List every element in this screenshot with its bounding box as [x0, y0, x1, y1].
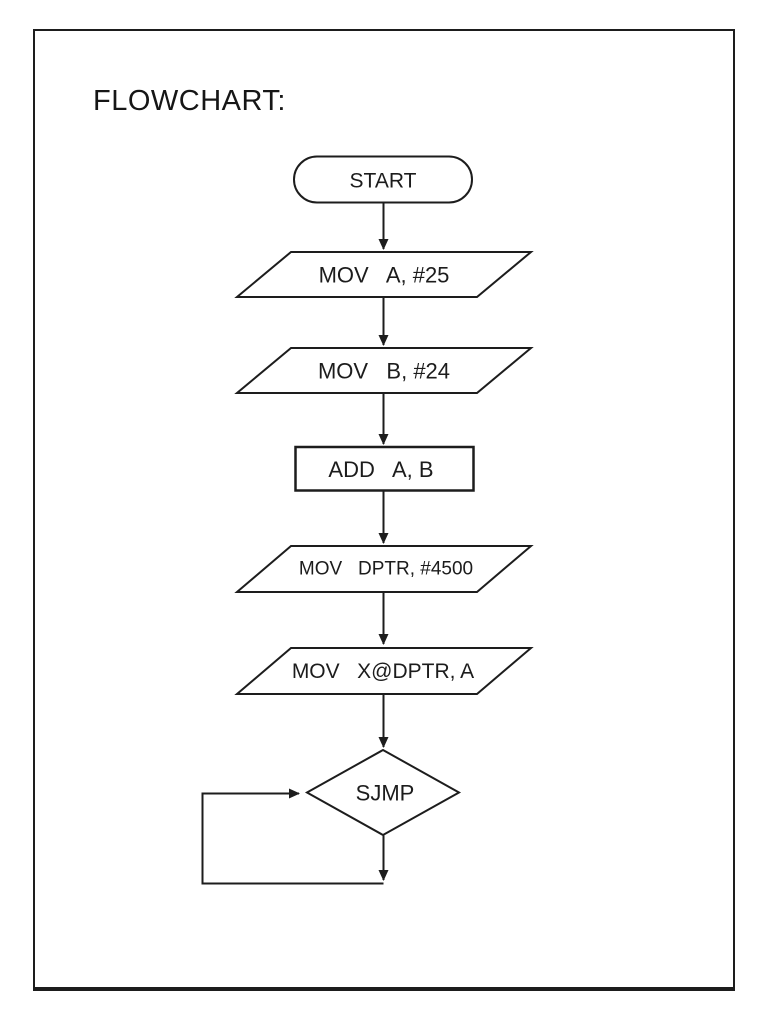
io-movx-shape [234, 647, 534, 695]
io-mov-dptr-shape [234, 545, 534, 593]
terminator-start-shape [293, 155, 473, 204]
io-mov-dptr-label: MOV DPTR, #4500 [299, 559, 473, 580]
io-mov-b-shape [234, 347, 534, 394]
loop-back-arrow [201, 788, 384, 885]
decision-sjmp-label: SJMP [356, 781, 415, 806]
decision-sjmp-shape [304, 748, 462, 837]
io-mov-a-shape [234, 251, 534, 298]
terminator-start-label: START [350, 170, 417, 193]
io-mov-a-label: MOV A, #25 [319, 263, 450, 288]
process-add-label: ADD A, B [328, 457, 433, 482]
io-movx-label: MOV X@DPTR, A [292, 660, 474, 683]
io-mov-b-label: MOV B, #24 [318, 359, 450, 384]
page-title: FLOWCHART: [93, 85, 286, 117]
